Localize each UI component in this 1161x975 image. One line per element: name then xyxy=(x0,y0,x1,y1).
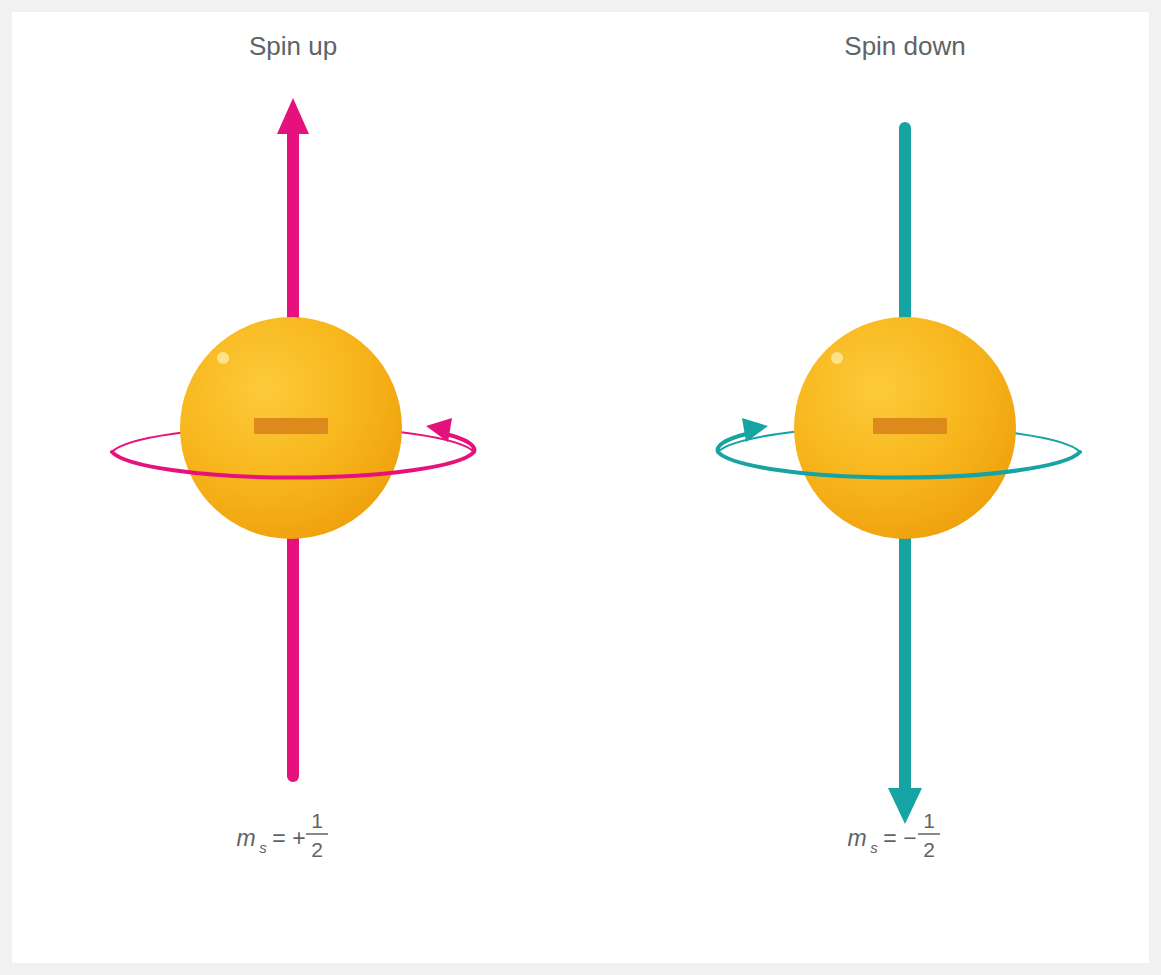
axis-arrowhead xyxy=(888,788,922,824)
orbit-arrowhead xyxy=(426,418,452,442)
fraction-denominator: 2 xyxy=(923,839,935,860)
spin-up-figure xyxy=(112,98,474,776)
spin-title: Spin down xyxy=(844,33,965,59)
subscript: s xyxy=(259,840,267,855)
orbit-front xyxy=(112,434,474,478)
orbit-front xyxy=(718,434,1080,478)
spin-title: Spin up xyxy=(249,33,337,59)
fraction-numerator: 1 xyxy=(923,810,935,831)
orbit-arrowhead xyxy=(742,418,768,442)
quantum-symbol: m xyxy=(847,827,866,850)
fraction-bar xyxy=(918,833,940,835)
equals-sign: = − xyxy=(883,827,916,850)
fraction-bar xyxy=(306,833,328,835)
spin-down-figure xyxy=(718,128,1080,824)
fraction-denominator: 2 xyxy=(311,839,323,860)
subscript: s xyxy=(870,840,878,855)
ball-highlight xyxy=(831,352,843,364)
minus-sign xyxy=(873,418,947,434)
ball-highlight xyxy=(217,352,229,364)
equals-sign: = + xyxy=(272,827,305,850)
fraction-numerator: 1 xyxy=(311,810,323,831)
electron-ball xyxy=(180,317,402,539)
electron-ball xyxy=(794,317,1016,539)
minus-sign xyxy=(254,418,328,434)
quantum-symbol: m xyxy=(236,827,255,850)
axis-arrowhead xyxy=(277,98,309,134)
